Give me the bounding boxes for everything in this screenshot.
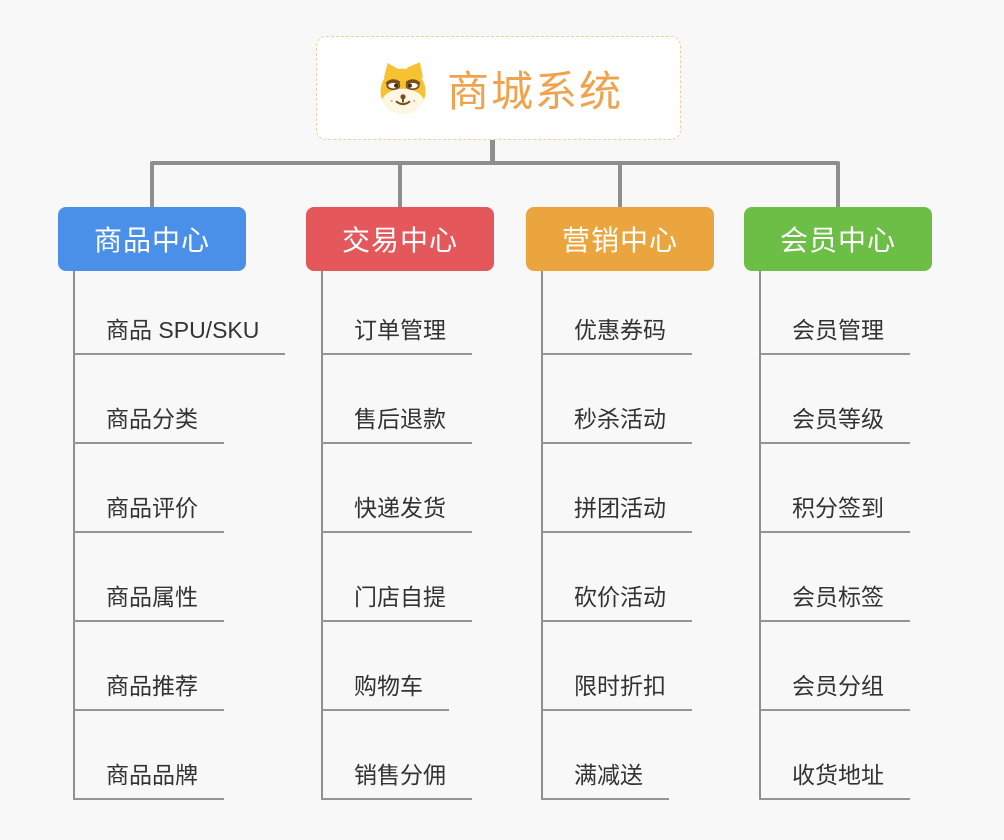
- branch-3: 会员中心 会员管理会员等级积分签到会员标签会员分组收货地址: [744, 207, 932, 800]
- root-title: 商城系统: [446, 67, 623, 115]
- child-topic[interactable]: 快递发货: [321, 444, 472, 533]
- child-topic[interactable]: 商品属性: [73, 533, 224, 622]
- branch-children: 优惠券码秒杀活动拼团活动砍价活动限时折扣满减送: [541, 266, 692, 800]
- child-topic[interactable]: 订单管理: [321, 266, 472, 355]
- connector-drop: [836, 163, 840, 208]
- child-topic[interactable]: 会员管理: [759, 266, 910, 355]
- child-topic[interactable]: 满减送: [541, 711, 669, 800]
- child-topic[interactable]: 会员分组: [759, 622, 910, 711]
- connector-trunk: [759, 271, 761, 800]
- branch-children: 订单管理售后退款快递发货门店自提购物车销售分佣: [321, 266, 472, 800]
- child-topic[interactable]: 收货地址: [759, 711, 910, 800]
- doge-icon: [374, 59, 432, 117]
- branch-topic[interactable]: 交易中心: [306, 207, 494, 271]
- child-topic[interactable]: 拼团活动: [541, 444, 692, 533]
- branch-topic[interactable]: 商品中心: [58, 207, 246, 271]
- child-topic[interactable]: 砍价活动: [541, 533, 692, 622]
- child-topic[interactable]: 销售分佣: [321, 711, 472, 800]
- child-topic[interactable]: 商品 SPU/SKU: [73, 266, 286, 355]
- child-topic[interactable]: 商品评价: [73, 444, 224, 533]
- connector-drop: [398, 163, 402, 208]
- connector-horizontal-bar: [150, 161, 840, 165]
- child-topic[interactable]: 商品推荐: [73, 622, 224, 711]
- connector-drop: [618, 163, 622, 208]
- child-topic[interactable]: 秒杀活动: [541, 355, 692, 444]
- connector-trunk: [541, 271, 543, 800]
- child-topic[interactable]: 积分签到: [759, 444, 910, 533]
- child-topic[interactable]: 商品品牌: [73, 711, 224, 800]
- child-topic[interactable]: 售后退款: [321, 355, 472, 444]
- child-topic[interactable]: 会员标签: [759, 533, 910, 622]
- connector-trunk: [73, 271, 75, 800]
- root-node[interactable]: 商城系统: [316, 36, 681, 140]
- child-topic[interactable]: 优惠券码: [541, 266, 692, 355]
- branch-children: 会员管理会员等级积分签到会员标签会员分组收货地址: [759, 266, 910, 800]
- child-topic[interactable]: 商品分类: [73, 355, 224, 444]
- branch-2: 营销中心 优惠券码秒杀活动拼团活动砍价活动限时折扣满减送: [526, 207, 714, 800]
- connector-root-drop: [490, 140, 495, 164]
- child-topic[interactable]: 门店自提: [321, 533, 472, 622]
- connector-drop: [150, 163, 154, 208]
- child-topic[interactable]: 会员等级: [759, 355, 910, 444]
- branch-topic[interactable]: 会员中心: [744, 207, 932, 271]
- branch-topic[interactable]: 营销中心: [526, 207, 714, 271]
- child-topic[interactable]: 购物车: [321, 622, 449, 711]
- branch-1: 交易中心 订单管理售后退款快递发货门店自提购物车销售分佣: [306, 207, 494, 800]
- connector-trunk: [321, 271, 323, 800]
- child-topic[interactable]: 限时折扣: [541, 622, 692, 711]
